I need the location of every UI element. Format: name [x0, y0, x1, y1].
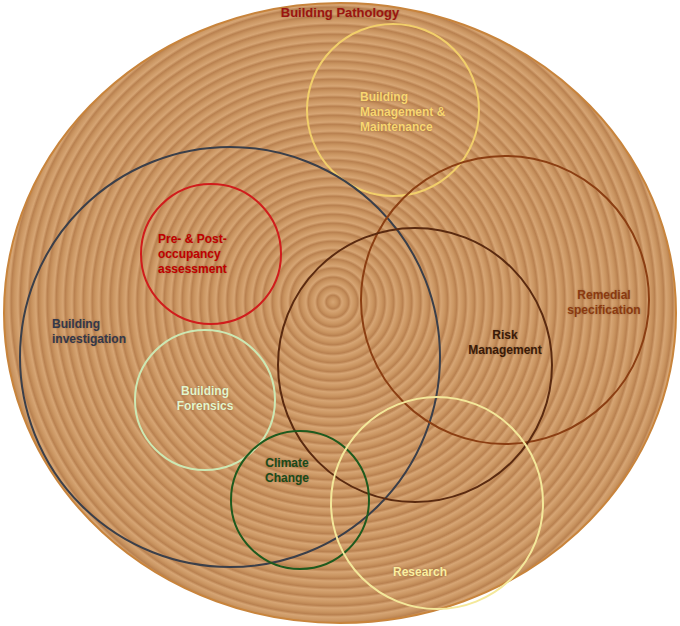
topic-label: Remedial specification: [556, 288, 652, 318]
venn-circle: [307, 24, 479, 196]
venn-circle: [277, 227, 553, 503]
topic-label: Pre- & Post-occupancy assessment: [158, 232, 270, 277]
topic-label: Building Management & Maintenance: [360, 90, 468, 135]
venn-circle: [230, 430, 370, 570]
topic-label: Research: [378, 565, 462, 580]
topic-circle: Climate Change: [230, 430, 370, 570]
venn-circle: [231, 431, 369, 569]
topic-label: Building Forensics: [160, 384, 250, 414]
venn-circle: [141, 184, 281, 324]
field-ellipse: Building PathologyBuilding Management & …: [3, 2, 677, 624]
topic-circle: Building investigation Pre- & Post-occupa…: [19, 146, 441, 568]
topic-circle: Risk Management: [277, 227, 553, 503]
topic-circle: Pre- & Post-occupancy assessment: [140, 183, 282, 325]
topic-circle: Building Forensics: [134, 329, 276, 471]
venn-circle: [20, 147, 440, 567]
diagram-heading: Building Pathology: [230, 5, 450, 20]
topic-circle: Building Management & Maintenance: [306, 23, 480, 197]
topic-label: Climate Change: [257, 456, 317, 486]
outer-ellipse: [4, 3, 676, 623]
venn-circle: [278, 228, 552, 502]
topic-label: Risk Management: [459, 328, 551, 358]
topic-label: Building investigation: [52, 317, 152, 347]
venn-circle: [331, 397, 543, 609]
venn-circle: [19, 146, 441, 568]
topic-circle: Research: [330, 396, 544, 610]
